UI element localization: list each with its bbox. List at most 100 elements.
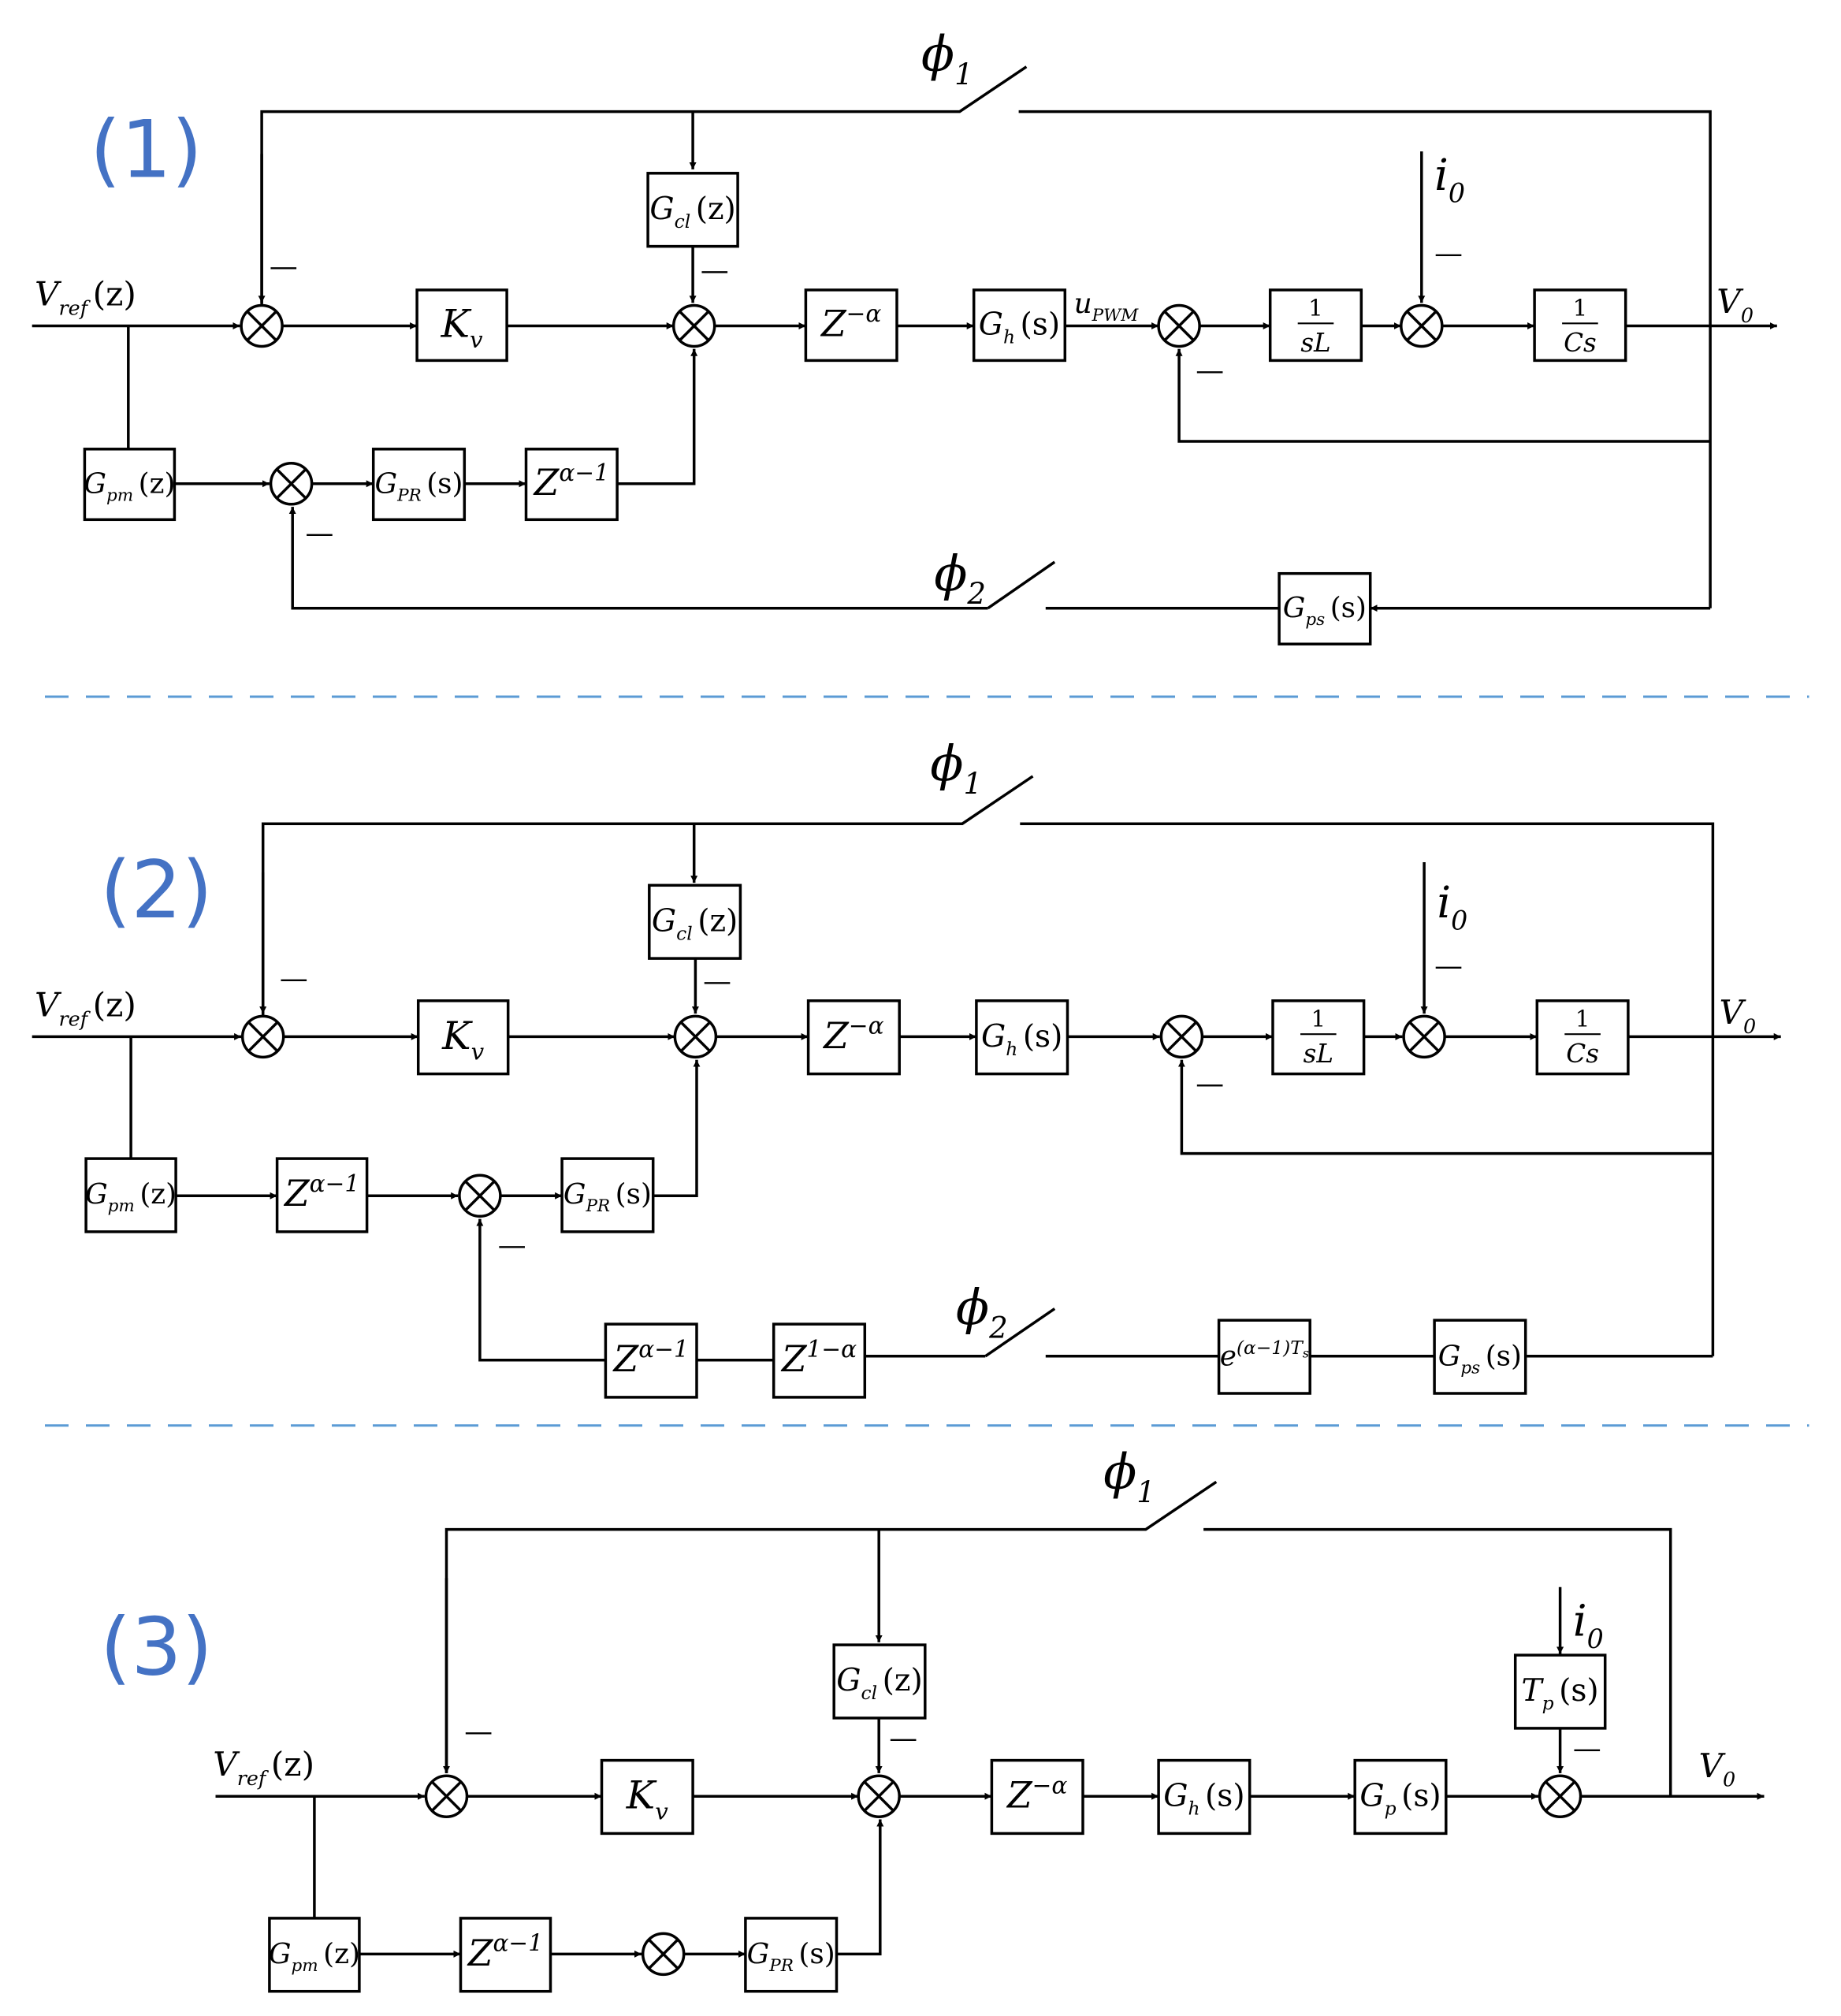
kv-block bbox=[415, 288, 508, 363]
delay-exp-block bbox=[1217, 1319, 1311, 1395]
sum-1 bbox=[240, 303, 284, 348]
sum-2 bbox=[857, 1774, 901, 1818]
inner-feedback bbox=[1177, 1059, 1713, 1155]
minus-sign: — bbox=[270, 251, 298, 283]
gpr-block bbox=[744, 1917, 839, 1993]
fraction-denominator: sL bbox=[1304, 1039, 1333, 1069]
fraction-denominator: sL bbox=[1300, 328, 1330, 358]
sum-2 bbox=[673, 1014, 718, 1059]
z-alpha-block bbox=[806, 999, 901, 1076]
gps-block bbox=[1433, 1319, 1527, 1395]
signal-line bbox=[653, 1059, 701, 1198]
gpr-block bbox=[560, 1157, 655, 1233]
phi1-label: ϕ1 bbox=[921, 26, 973, 91]
z-alpha-minus-1-block bbox=[459, 1917, 552, 1993]
gpr-block-label: GPR(s) bbox=[374, 467, 463, 505]
i0-label: i0 bbox=[1434, 151, 1465, 209]
gh-block-label: Gh(s) bbox=[1163, 1779, 1244, 1820]
phi1-switch-left bbox=[444, 1480, 1218, 1773]
minus-sign: — bbox=[1434, 238, 1463, 270]
phi2-label: ϕ2 bbox=[956, 1279, 1008, 1345]
gpm-block bbox=[268, 1917, 361, 1993]
gps-block-label: Gps(s) bbox=[1283, 592, 1367, 630]
vout-label: V0 bbox=[1720, 993, 1757, 1038]
vout-label: V0 bbox=[1699, 1746, 1736, 1791]
z-one-minus-alpha-block-label: Z1−α bbox=[780, 1336, 857, 1380]
inductor-block bbox=[1271, 999, 1366, 1076]
phi2-feedback bbox=[288, 507, 988, 610]
gcl-block-label: Gcl(z) bbox=[649, 192, 735, 232]
fraction-numerator: 1 bbox=[1311, 1005, 1326, 1032]
z-alpha-block bbox=[804, 288, 898, 363]
vref-label: Vref(z) bbox=[213, 1745, 314, 1790]
sum-4 bbox=[1402, 1014, 1446, 1059]
phi2-feedback bbox=[476, 1218, 606, 1362]
z-alpha-minus-1-block-label: Zα−1 bbox=[283, 1170, 359, 1214]
minus-sign: — bbox=[498, 1229, 526, 1262]
fraction-numerator: 1 bbox=[1308, 295, 1323, 322]
fraction-numerator: 1 bbox=[1573, 295, 1588, 322]
fraction-numerator: 1 bbox=[1575, 1005, 1590, 1032]
gp-block-label: Gp(s) bbox=[1359, 1779, 1441, 1820]
sum-1 bbox=[424, 1774, 469, 1818]
phi2-switch bbox=[987, 560, 1056, 610]
fraction-denominator: Cs bbox=[1566, 1039, 1599, 1069]
z-alpha-block-label: Z−α bbox=[1006, 1772, 1067, 1817]
kv-block-label: Kv bbox=[441, 301, 483, 353]
sum-4 bbox=[1400, 303, 1444, 348]
z-alpha-minus-1-block-2 bbox=[604, 1322, 698, 1399]
gps-block-label: Gps(s) bbox=[1438, 1340, 1522, 1378]
z-alpha-minus-1-block-label: Zα−1 bbox=[467, 1930, 543, 1974]
sum-3 bbox=[1159, 1014, 1204, 1059]
fraction-denominator: Cs bbox=[1564, 328, 1597, 358]
gh-block bbox=[972, 288, 1067, 363]
inductor-block bbox=[1268, 288, 1363, 363]
gh-block bbox=[1157, 1758, 1252, 1836]
gpr-block-label: GPR(s) bbox=[747, 1938, 835, 1976]
kv-block bbox=[600, 1758, 694, 1836]
tp-block-label: Tp(s) bbox=[1522, 1673, 1599, 1714]
gh-block bbox=[975, 999, 1069, 1076]
minus-sign: — bbox=[1573, 1732, 1601, 1765]
sum-5 bbox=[269, 462, 314, 506]
phi1-label: ϕ1 bbox=[930, 735, 982, 801]
sum-4 bbox=[641, 1932, 686, 1977]
z-alpha-minus-1-block-2-label: Zα−1 bbox=[612, 1336, 689, 1380]
vref-label: Vref(z) bbox=[35, 275, 136, 320]
gpm-block bbox=[83, 448, 177, 522]
gpm-block bbox=[84, 1157, 177, 1233]
z-alpha-minus-1-block bbox=[275, 1157, 369, 1233]
gpm-block-label: Gpm(z) bbox=[269, 1938, 360, 1976]
delay-exp-block-label: e(α−1)Ts bbox=[1220, 1337, 1309, 1372]
minus-sign: — bbox=[889, 1722, 917, 1754]
gh-block-label: Gh(s) bbox=[981, 1019, 1062, 1060]
panel-2-label: (2) bbox=[100, 843, 213, 936]
panel-3-label: (3) bbox=[100, 1601, 213, 1694]
i0-label: i0 bbox=[1573, 1597, 1604, 1655]
inner-feedback bbox=[1175, 348, 1711, 443]
minus-sign: — bbox=[701, 255, 729, 287]
capacitor-block bbox=[1533, 288, 1627, 363]
gcl-block bbox=[832, 1643, 927, 1720]
sum-3 bbox=[1157, 303, 1201, 348]
minus-sign: — bbox=[1434, 950, 1463, 982]
minus-sign: — bbox=[703, 965, 731, 998]
z-one-minus-alpha-block bbox=[772, 1322, 867, 1399]
tp-block bbox=[1513, 1653, 1607, 1730]
z-alpha-minus-1-block-label: Zα−1 bbox=[533, 459, 609, 504]
gh-block-label: Gh(s) bbox=[979, 307, 1060, 348]
gcl-block-label: Gcl(z) bbox=[836, 1663, 922, 1704]
panel-1-label: (1) bbox=[90, 103, 203, 196]
phi2-switch bbox=[984, 1307, 1056, 1358]
z-alpha-minus-1-block bbox=[524, 448, 619, 522]
minus-sign: — bbox=[1196, 355, 1224, 387]
vout-label: V0 bbox=[1716, 282, 1754, 327]
minus-sign: — bbox=[280, 963, 308, 995]
gcl-block bbox=[646, 172, 739, 248]
gcl-block-label: Gcl(z) bbox=[652, 903, 738, 944]
gpm-block-label: Gpm(z) bbox=[84, 467, 175, 505]
phi1-label: ϕ1 bbox=[1103, 1444, 1155, 1509]
minus-sign: — bbox=[464, 1716, 493, 1748]
vref-label: Vref(z) bbox=[35, 985, 136, 1030]
